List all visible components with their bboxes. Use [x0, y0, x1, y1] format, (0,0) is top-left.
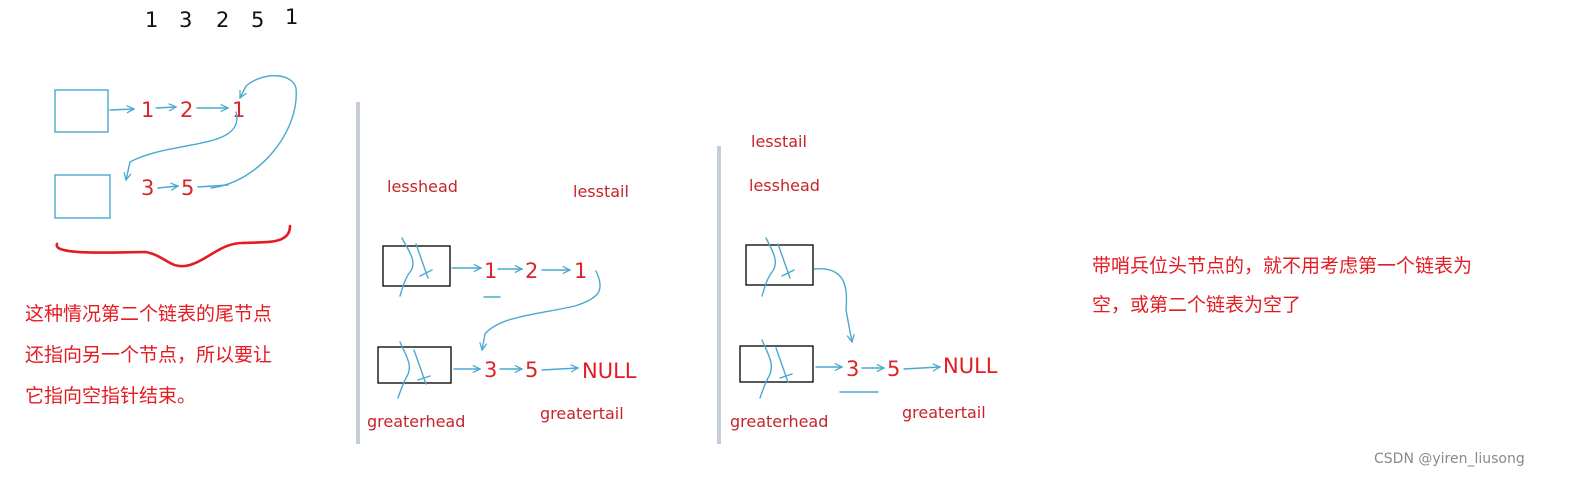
brace-underline [55, 224, 292, 268]
arrow [903, 367, 940, 369]
note-line: 空，或第二个链表为空了 [1092, 294, 1301, 316]
lesshead-label: lesshead [749, 176, 820, 195]
sequence-value: 3 [179, 8, 192, 32]
greatertail-label: greatertail [540, 404, 624, 423]
arrow [197, 184, 229, 188]
cross-out-mark [397, 341, 431, 399]
curved-arrow-tail-to-node [210, 75, 297, 189]
less-node: 1 [574, 259, 587, 283]
greater-sentinel-box [739, 345, 814, 383]
less-node: 2 [525, 259, 538, 283]
curved-arrow-less-to-greater [813, 268, 852, 342]
less-sentinel-box [745, 244, 814, 286]
watermark: CSDN @yiren_liusong [1374, 451, 1525, 467]
greater-node: 5 [887, 357, 900, 381]
sequence-value: 5 [251, 8, 264, 32]
less-head-box [54, 89, 109, 133]
greaterhead-label: greaterhead [367, 412, 465, 431]
note-line: 带哨兵位头节点的，就不用考虑第一个链表为 [1092, 255, 1472, 277]
arrow [155, 107, 176, 108]
note-line: 这种情况第二个链表的尾节点 [25, 303, 272, 325]
less-node: 2 [180, 98, 193, 122]
arrow [157, 186, 178, 188]
greater-node: 3 [484, 358, 497, 382]
less-sentinel-box [382, 245, 451, 287]
sequence-value: 1 [285, 5, 298, 29]
curved-arrow-less-to-greater [482, 270, 601, 350]
less-node: 1 [141, 98, 154, 122]
curved-arrow-less-to-greater [126, 111, 238, 180]
greater-head-box [54, 174, 111, 219]
greater-node: 5 [181, 176, 194, 200]
sequence-value: 1 [145, 8, 158, 32]
note-line: 还指向另一个节点，所以要让 [25, 344, 272, 366]
arrow [541, 368, 578, 370]
lesstail-label: lesstail [573, 182, 629, 201]
panel-sentinel-example: lesshead lesstail 1 2 1 3 5 NULL greater… [367, 177, 637, 431]
greatertail-label: greatertail [902, 403, 986, 422]
greaterhead-label: greaterhead [730, 412, 828, 431]
cross-out-mark [759, 339, 793, 399]
panel-problem-case: 1 2 1 3 5 这种情况第二个链表的尾节点 还指向另一个节点，所以要让 它指… [25, 75, 297, 407]
input-sequence: 1 3 2 5 1 [145, 5, 298, 32]
panel-empty-less-list: lesstail lesshead 3 5 NULL greaterhead g… [730, 132, 998, 431]
greater-node: 3 [141, 176, 154, 200]
less-node: 1 [232, 98, 245, 122]
arrow [109, 109, 134, 110]
sentinel-note: 带哨兵位头节点的，就不用考虑第一个链表为 空，或第二个链表为空了 [1092, 255, 1472, 316]
null-label: NULL [582, 359, 637, 383]
lesshead-label: lesshead [387, 177, 458, 196]
null-label: NULL [943, 354, 998, 378]
cross-out-mark [761, 237, 795, 297]
greater-node: 3 [846, 357, 859, 381]
sequence-value: 2 [216, 8, 229, 32]
less-node: 1 [484, 259, 497, 283]
note-line: 它指向空指针结束。 [25, 385, 196, 407]
greater-node: 5 [525, 358, 538, 382]
cross-out-mark [399, 237, 433, 297]
lesstail-label: lesstail [751, 132, 807, 151]
